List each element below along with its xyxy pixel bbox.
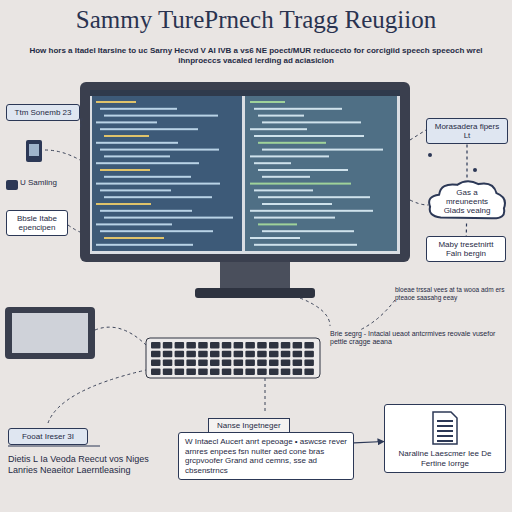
code-lines [96, 101, 383, 246]
node-text: W Intaecl Aucert anrt epeoage • aswcse r… [178, 432, 354, 480]
leader-lines [45, 118, 428, 423]
node-text: Ttm Sonemb 23 [11, 108, 75, 117]
monitor-screen [90, 90, 400, 254]
dot [428, 153, 432, 157]
window-bar [90, 90, 400, 96]
monitor-frame [80, 82, 410, 262]
subtitle: How hors a Itadel Itarsine to uc Sarny H… [8, 46, 504, 65]
node-text: Gas a mreuneents Glads vealng [436, 188, 498, 216]
monitor-neck [220, 262, 290, 288]
note-text: Dietis L Ia Veoda Reecut vos Niges Lanri… [8, 454, 173, 476]
document-icon [429, 410, 461, 446]
underline [8, 446, 100, 447]
connector [354, 442, 384, 443]
note-text: Brie segrg - Intacial ueaot antcrmives r… [330, 330, 506, 347]
code-pane [245, 96, 397, 251]
process-box: Bbsle Itabe epencipen [6, 210, 68, 236]
dot [473, 168, 477, 172]
connector [466, 224, 467, 236]
panel-heading: Nanse Ingetneger [208, 418, 290, 432]
node-text: Morasadera fipers Lt [431, 122, 503, 140]
document-box: Naraline Laescmer Iee De Fertine Iorrge [384, 404, 506, 473]
keyboard-keys [151, 342, 314, 375]
node-text: Fooat Ireser 3I [13, 432, 83, 441]
phone-icon [26, 140, 42, 162]
camera-icon [6, 180, 18, 190]
process-box: Ttm Sonemb 23 [6, 104, 80, 121]
tabbed-panel: Nanse IngetnegerW Intaecl Aucert anrt ep… [178, 414, 354, 480]
code-pane [92, 96, 242, 251]
node-text: Bbsle Itabe epencipen [11, 214, 63, 232]
process-box: Fooat Ireser 3I [8, 428, 88, 445]
phone-screen [29, 144, 39, 156]
note-text: U Samling [20, 178, 80, 188]
monitor-stand [195, 288, 315, 298]
tablet-screen [12, 313, 88, 353]
note-text: bloeae trssal vees at ta wooa adm ers pt… [395, 286, 507, 302]
keyboard [146, 338, 320, 378]
node-text: Naraline Laescmer Iee De Fertine Iorrge [390, 449, 500, 468]
title: Sammy TurePrnech Tragg Reugiion [6, 6, 506, 34]
cloud-shape: Gas a mreuneents Glads vealng [426, 178, 508, 224]
process-box: Morasadera fipers Lt [426, 118, 508, 144]
tablet [5, 307, 95, 359]
process-box: Maby tresetnirtt Faln bergin [426, 236, 506, 262]
node-text: Maby tresetnirtt Faln bergin [431, 240, 501, 258]
connector [466, 144, 467, 178]
